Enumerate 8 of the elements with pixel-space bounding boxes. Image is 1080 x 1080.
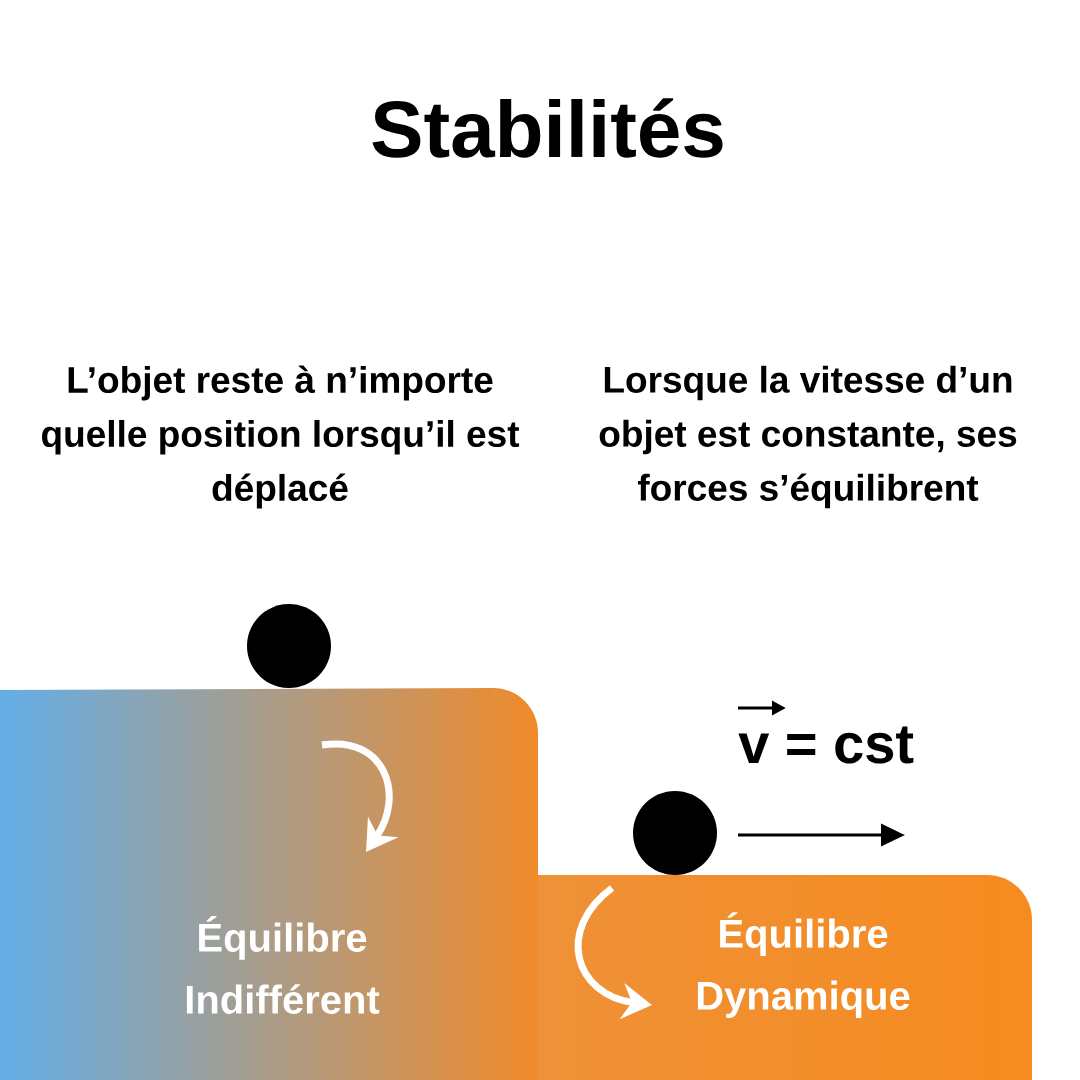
- ball: [633, 791, 717, 875]
- description-text: L’objet reste à n’importe quelle position lorsqu’il est déplacé: [42, 365, 520, 509]
- platform: Équilibre Dynamique: [697, 912, 910, 1018]
- velocity-label: v = cst: [738, 700, 914, 764]
- ball: [247, 604, 331, 688]
- title: Stabilités: [372, 98, 723, 158]
- platform: Équilibre Indifférent: [186, 916, 380, 1014]
- description-text: Lorsque la vitesse d’un objet est constante, ses forces s’équilibrent: [599, 365, 1017, 509]
